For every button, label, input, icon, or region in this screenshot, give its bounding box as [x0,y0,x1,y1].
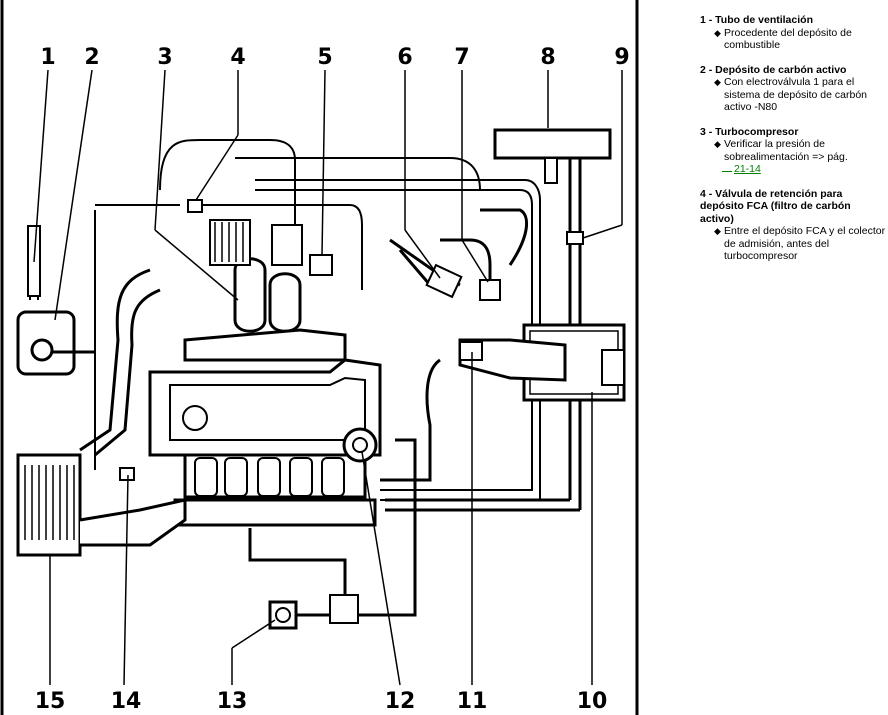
canister-valve [30,338,54,362]
legend-item-2: 2 - Depósito de carbón activo ◆Con elect… [700,64,886,114]
lower-manifold [173,498,377,527]
connector-9 [566,231,584,245]
right-long-hose-b [255,189,533,491]
leader-1 [33,69,49,263]
label-2: 2 [84,45,99,70]
label-10: 10 [577,689,608,714]
legend-note: ◆Entre el depósito FCA y el colector de … [714,225,886,262]
component-7-hose [440,208,529,285]
legend-note: ◆Con electroválvula 1 para el sistema de… [714,76,868,113]
label-12: 12 [385,689,416,714]
left-hose-4 [94,204,363,470]
turbo-intake-pipe [79,268,151,452]
intercooler-15 [16,453,82,557]
tee-connector [329,594,359,624]
label-5: 5 [317,45,332,70]
label-8: 8 [540,45,555,70]
cylinder-head [183,453,367,499]
label-15: 15 [35,689,66,714]
air-intake-duct [458,338,567,382]
label-11: 11 [457,689,488,714]
label-14: 14 [111,689,142,714]
engine-block [148,358,382,457]
leader-2 [54,69,93,321]
legend-item-3: 3 - Turbocompresor ◆Verificar la presión… [700,126,886,176]
legend-item-1: 1 - Tubo de ventilación ◆Procedente del … [700,14,886,52]
legend-title: 2 - Depósito de carbón activo [700,63,847,76]
intercooler-outlet-pipe [79,498,187,547]
intake-manifold [183,328,347,362]
legend-title: 3 - Turbocompresor [700,125,799,138]
turbocharger-3 [233,257,267,333]
label-3: 3 [157,45,172,70]
diamond-bullet-icon: ◆ [714,77,721,87]
legend-panel: 1 - Tubo de ventilación ◆Procedente del … [700,14,886,275]
right-long-hose-a [255,179,541,501]
fitting-14 [119,467,135,481]
sensor-11 [459,341,483,361]
reservoir-8 [493,128,612,160]
leader-3 [154,69,166,231]
label-7: 7 [454,45,469,70]
legend-title: 4 - Válvula de retención para depósito F… [700,187,851,225]
label-9: 9 [614,45,629,70]
top-long-hose [235,157,481,191]
label-6: 6 [397,45,412,70]
leader-14 [123,474,129,686]
check-valve-4 [187,199,203,213]
component-6 [425,263,463,299]
legend-note: ◆Procedente del depósito de combustible [714,26,852,52]
label-1: 1 [40,45,55,70]
component-7 [479,279,501,301]
engine-vacuum-hose-diagram: 1 2 3 4 5 6 7 8 9 15 14 13 12 11 10 [0,0,639,715]
label-4: 4 [230,45,245,70]
page-reference-link[interactable]: 21-14 [700,163,886,176]
top-hose [159,139,296,250]
legend-note: ◆Verificar la presión de sobrealimentaci… [714,138,848,163]
label-13: 13 [217,689,248,714]
leader-5 [321,69,326,256]
diamond-bullet-icon: ◆ [714,139,721,149]
leader-12 [361,451,401,686]
diamond-bullet-icon: ◆ [714,27,721,38]
legend-title: 1 - Tubo de ventilación [700,14,813,26]
component-5 [309,254,333,276]
diamond-bullet-icon: ◆ [714,226,721,236]
legend-item-4: 4 - Válvula de retención para depósito F… [700,188,886,263]
